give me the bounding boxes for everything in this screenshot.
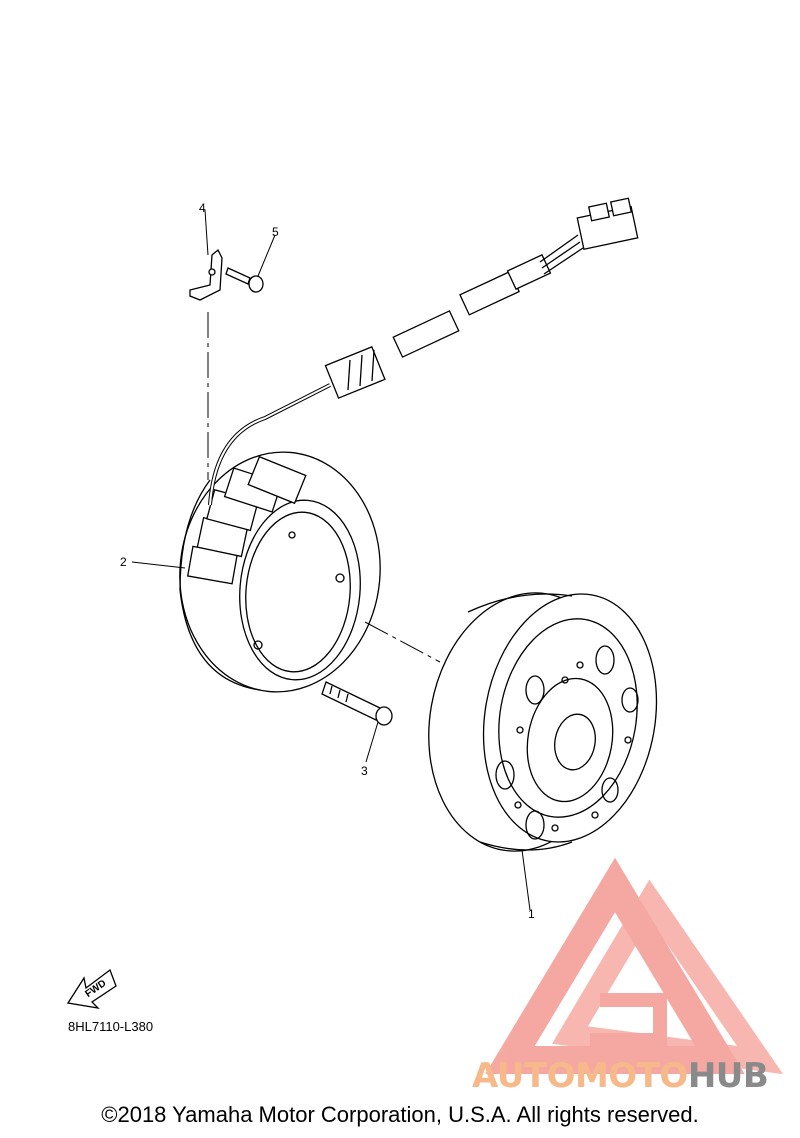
diagram-code: 8HL7110-L380 — [68, 1019, 153, 1034]
screw — [225, 267, 264, 293]
copyright-notice: ©2018 Yamaha Motor Corporation, U.S.A. A… — [101, 1102, 699, 1127]
callout-1: 1 — [528, 907, 535, 921]
callout-3: 3 — [361, 764, 368, 778]
forward-arrow-icon — [66, 968, 117, 1009]
watermark-text-b: HUB — [688, 1056, 768, 1096]
callout-5: 5 — [272, 225, 279, 239]
watermark-logo-icon — [485, 857, 784, 1075]
watermark-text-a: AUTOMOTO — [472, 1056, 688, 1096]
assembly-centerline — [207, 312, 441, 663]
wire-clamp — [189, 248, 223, 301]
bolt — [321, 681, 393, 726]
stator-assembly — [179, 197, 639, 693]
leader-lines — [131, 209, 531, 911]
callout-4: 4 — [199, 201, 206, 215]
watermark-text: AUTOMOTOHUB — [472, 1056, 768, 1096]
flywheel-rotor — [428, 592, 658, 852]
callout-2: 2 — [120, 555, 127, 569]
